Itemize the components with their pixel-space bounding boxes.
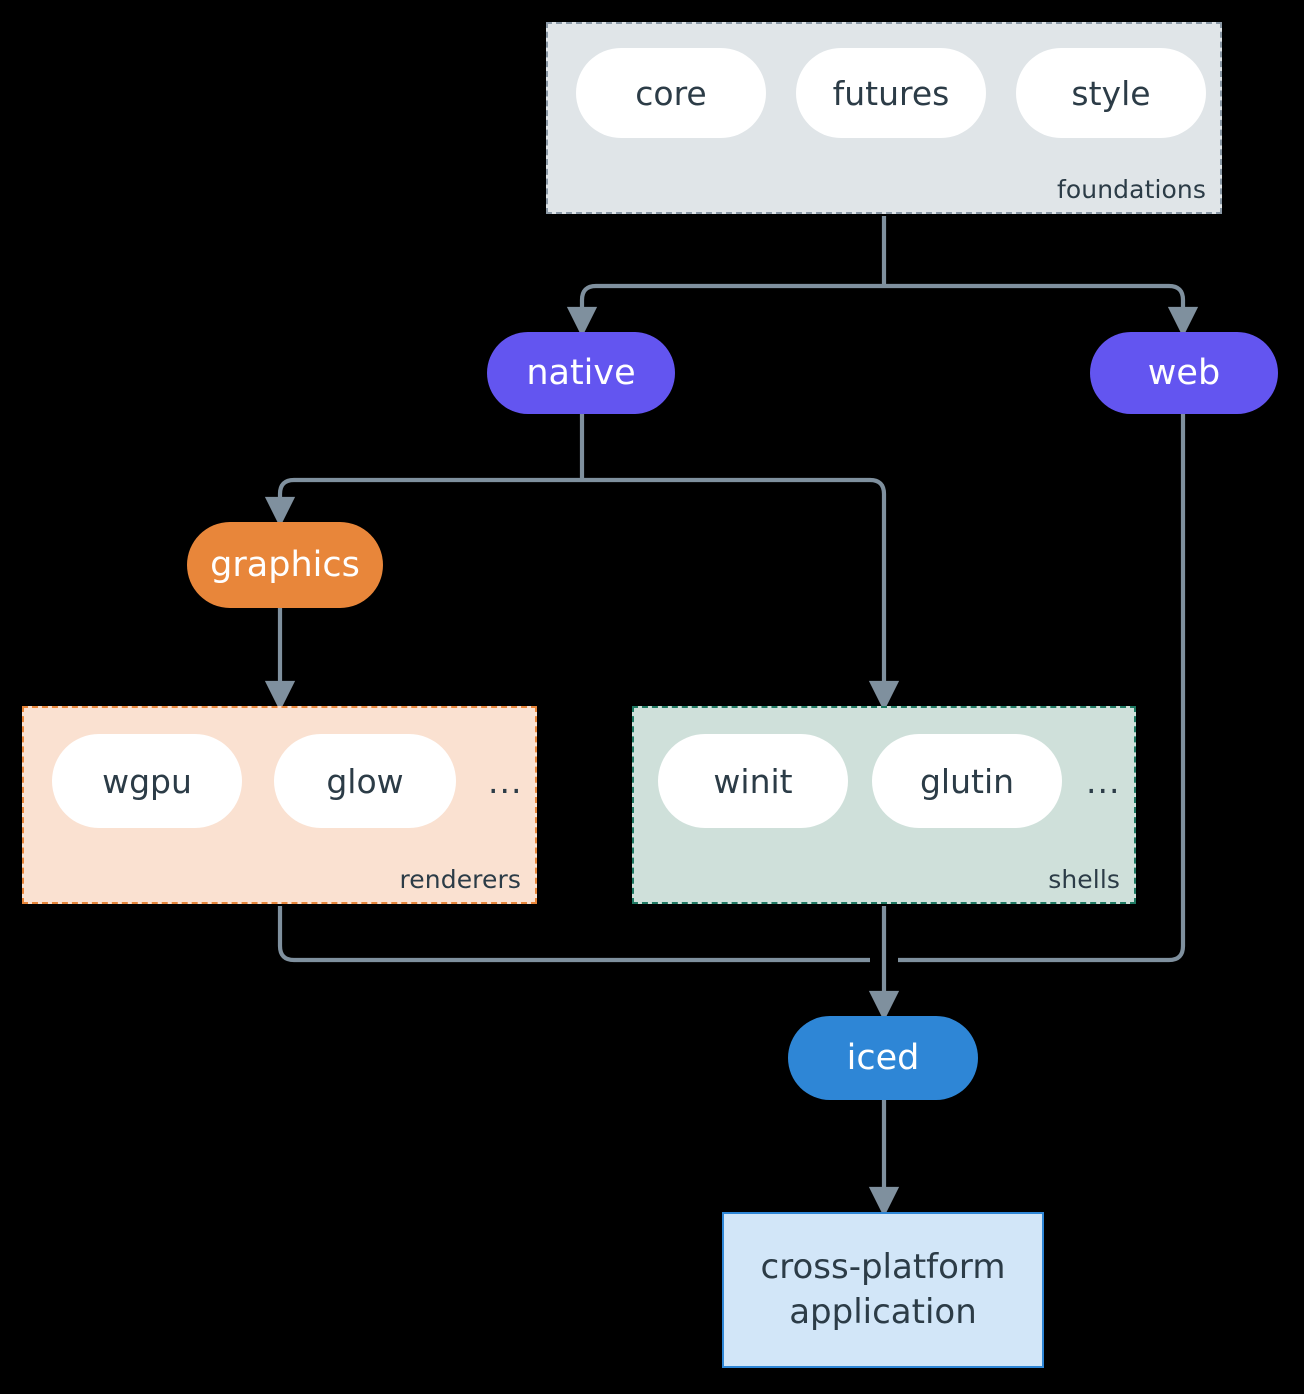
- chip-futures[interactable]: futures: [796, 48, 986, 138]
- node-iced[interactable]: iced: [788, 1016, 978, 1100]
- chip-core[interactable]: core: [576, 48, 766, 138]
- shells-chip-row: winit glutin ...: [658, 734, 1120, 828]
- node-native[interactable]: native: [487, 332, 675, 414]
- edge-foundations-to-web: [884, 283, 1199, 338]
- chip-wgpu[interactable]: wgpu: [52, 734, 242, 828]
- node-graphics[interactable]: graphics: [187, 522, 383, 608]
- cluster-shells: winit glutin ... shells: [632, 706, 1136, 904]
- edge-native-to-shells: [582, 477, 900, 712]
- application-label-line1: cross-platform: [760, 1247, 1006, 1288]
- cluster-label-foundations: foundations: [1057, 175, 1206, 204]
- edge-native-to-graphics: [264, 477, 582, 528]
- shells-ellipsis: ...: [1086, 761, 1121, 801]
- node-web[interactable]: web: [1090, 332, 1278, 414]
- chip-style[interactable]: style: [1016, 48, 1206, 138]
- renderers-chip-row: wgpu glow ...: [52, 734, 522, 828]
- cluster-renderers: wgpu glow ... renderers: [22, 706, 537, 904]
- foundations-chip-row: core futures style: [576, 48, 1206, 138]
- chip-winit[interactable]: winit: [658, 734, 848, 828]
- cluster-label-renderers: renderers: [399, 865, 521, 894]
- node-cross-platform-application[interactable]: cross-platform application: [722, 1212, 1044, 1368]
- cluster-foundations: core futures style foundations: [546, 22, 1222, 214]
- cluster-label-shells: shells: [1048, 865, 1120, 894]
- edge-foundations-to-native: [566, 283, 884, 338]
- chip-glutin[interactable]: glutin: [872, 734, 1062, 828]
- chip-glow[interactable]: glow: [274, 734, 456, 828]
- application-label-line2: application: [789, 1292, 977, 1332]
- edge-renderers-to-iced: [277, 906, 870, 963]
- renderers-ellipsis: ...: [488, 761, 523, 801]
